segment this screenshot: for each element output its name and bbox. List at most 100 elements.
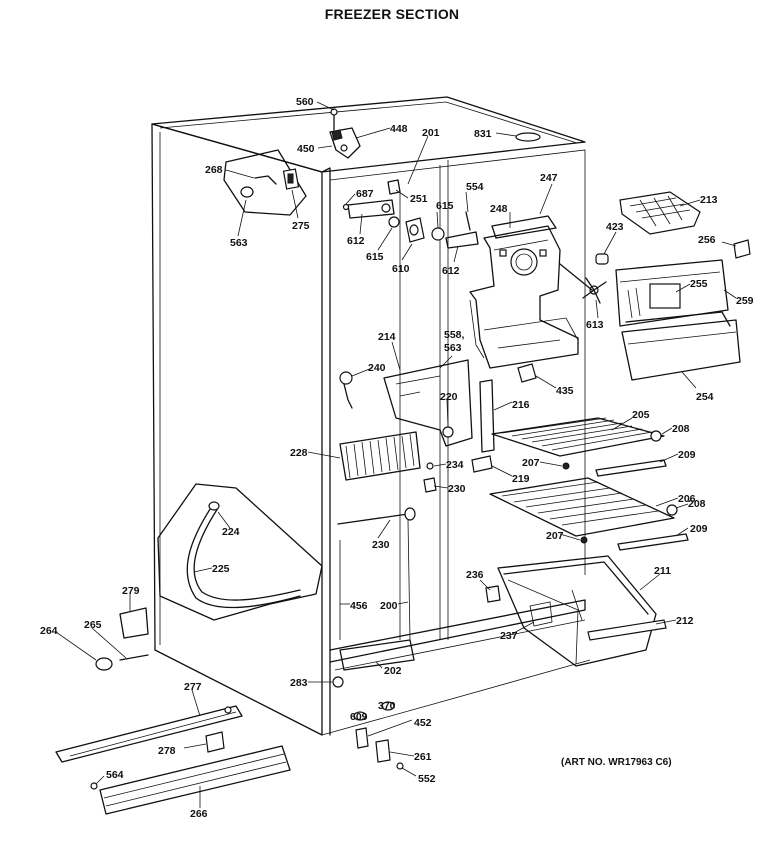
callout-207-bottom: 207 — [546, 530, 564, 542]
callout-201: 201 — [422, 127, 440, 139]
fan-motor-423 — [595, 253, 609, 265]
kick-plate-202 — [339, 639, 415, 671]
part-234 — [426, 462, 434, 470]
callout-277: 277 — [184, 681, 202, 693]
channel-216 — [479, 379, 495, 453]
callout-558: 558, — [444, 329, 465, 341]
shelf-rail-209a — [595, 459, 667, 477]
callout-552: 552 — [418, 773, 436, 785]
callout-612-left: 612 — [347, 235, 365, 247]
evaporator-fan-cover — [469, 215, 579, 369]
thermostat-240 — [339, 371, 353, 409]
hinge-261 — [375, 739, 391, 763]
callout-200: 200 — [380, 600, 398, 612]
callout-labels: 560 448 450 201 831 268 275 563 687 251 … — [40, 96, 754, 820]
toe-grille-266 — [99, 745, 291, 815]
callout-237: 237 — [500, 630, 518, 642]
part-370 — [381, 701, 395, 711]
callout-266: 266 — [190, 808, 208, 820]
callout-435: 435 — [556, 385, 574, 397]
callout-255: 255 — [690, 278, 708, 290]
shelf-rail-209b — [617, 533, 689, 551]
bracket-279 — [119, 607, 149, 639]
callout-612-right: 612 — [442, 265, 460, 277]
callout-254: 254 — [696, 391, 714, 403]
callout-564: 564 — [106, 769, 124, 781]
callout-220: 220 — [440, 391, 458, 403]
callout-448: 448 — [390, 123, 408, 135]
callout-256: 256 — [698, 234, 716, 246]
callout-264: 264 — [40, 625, 58, 637]
callout-236: 236 — [466, 569, 484, 581]
callout-268: 268 — [205, 164, 223, 176]
callout-423: 423 — [606, 221, 624, 233]
control-components — [342, 179, 479, 249]
callout-230-rod: 230 — [372, 539, 390, 551]
callout-240: 240 — [368, 362, 386, 374]
callout-208-bottom: 208 — [688, 498, 706, 510]
callout-207-top: 207 — [522, 457, 540, 469]
callout-554: 554 — [466, 181, 484, 193]
callout-224: 224 — [222, 526, 240, 538]
callout-228: 228 — [290, 447, 308, 459]
callout-230-clip: 230 — [448, 483, 466, 495]
callout-206: 206 — [678, 493, 696, 505]
callout-214: 214 — [378, 331, 396, 343]
stud-207b — [580, 536, 588, 544]
callout-209-top: 209 — [678, 449, 696, 461]
callout-450: 450 — [297, 143, 315, 155]
leader-lines — [55, 101, 737, 808]
drain-trough-assembly — [157, 483, 323, 621]
callout-456: 456 — [350, 600, 368, 612]
top-hinge — [329, 108, 361, 159]
callout-219: 219 — [512, 473, 530, 485]
drain-rod-230 — [337, 507, 416, 525]
callout-283: 283 — [290, 677, 308, 689]
icemaker-assembly — [615, 259, 741, 381]
diagram-title: FREEZER SECTION — [324, 6, 460, 22]
bracket-256 — [733, 239, 751, 259]
channel-200 — [407, 519, 411, 641]
callout-831: 831 — [474, 128, 492, 140]
plug-831 — [515, 132, 541, 142]
callout-225: 225 — [212, 563, 230, 575]
roller-278 — [205, 731, 225, 753]
base-rail-277 — [55, 705, 243, 763]
callout-275: 275 — [292, 220, 310, 232]
callout-613: 613 — [586, 319, 604, 331]
clip-230a — [423, 477, 437, 493]
callout-687: 687 — [356, 188, 374, 200]
callout-261: 261 — [414, 751, 432, 763]
bin-front-212 — [587, 619, 667, 641]
callout-202: 202 — [384, 665, 402, 677]
callout-247: 247 — [540, 172, 558, 184]
part-435 — [517, 363, 537, 383]
wire-shelf-206 — [489, 477, 675, 537]
callout-279: 279 — [122, 585, 140, 597]
leveling-parts-264-265 — [95, 654, 149, 671]
callout-259: 259 — [736, 295, 754, 307]
callout-615-left: 615 — [366, 251, 384, 263]
callout-213: 213 — [700, 194, 718, 206]
callout-205: 205 — [632, 409, 650, 421]
callout-278: 278 — [158, 745, 176, 757]
air-baffle-214 — [383, 359, 473, 447]
fan-blade-613 — [559, 263, 607, 304]
stud-207a — [562, 462, 570, 470]
art-number: (ART NO. WR17963 C6) — [561, 757, 672, 768]
shelf-knob-208a — [650, 430, 662, 442]
callout-234: 234 — [446, 459, 464, 471]
rear-panel-assembly — [223, 149, 307, 216]
callout-265: 265 — [84, 619, 102, 631]
callout-563-rear: 563 — [230, 237, 248, 249]
ice-tray-213 — [619, 191, 701, 235]
callout-248: 248 — [490, 203, 508, 215]
callout-609: 609 — [350, 711, 368, 723]
callout-216: 216 — [512, 399, 530, 411]
screw-552 — [396, 762, 404, 770]
callout-610: 610 — [392, 263, 410, 275]
part-609 — [353, 711, 367, 721]
callout-452: 452 — [414, 717, 432, 729]
bracket-452 — [355, 727, 369, 749]
callout-212: 212 — [676, 615, 694, 627]
